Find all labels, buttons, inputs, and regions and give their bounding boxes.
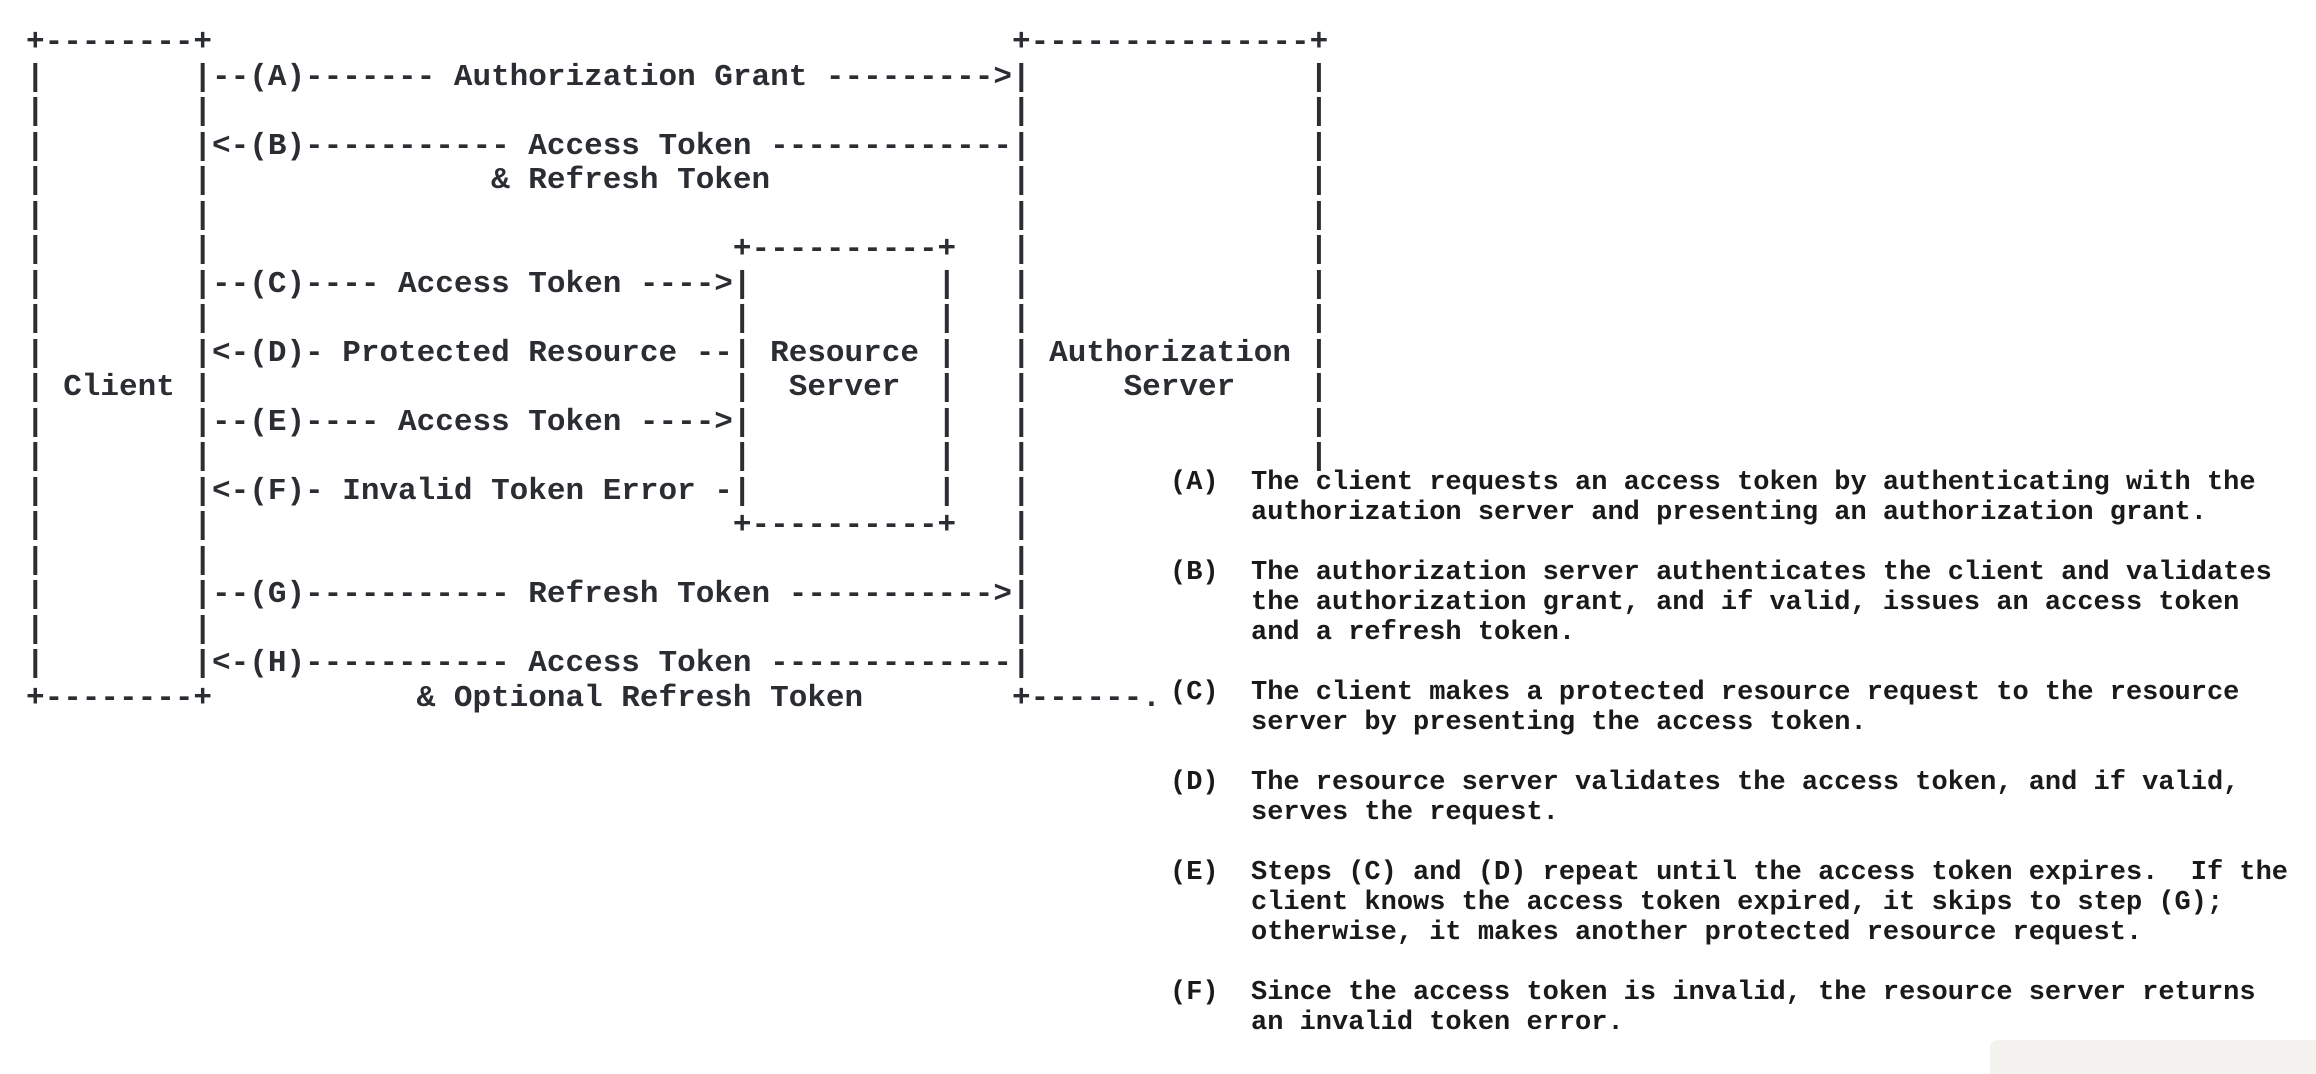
step-row-b: (B) The authorization server authenticat… bbox=[1170, 558, 2288, 648]
step-text: The client makes a protected resource re… bbox=[1251, 678, 2240, 738]
step-text: Steps (C) and (D) repeat until the acces… bbox=[1251, 858, 2288, 948]
step-row-e: (E) Steps (C) and (D) repeat until the a… bbox=[1170, 858, 2288, 948]
step-label: (D) bbox=[1170, 768, 1219, 798]
step-text: The client requests an access token by a… bbox=[1251, 468, 2256, 528]
step-row-f: (F) Since the access token is invalid, t… bbox=[1170, 978, 2288, 1038]
step-row-a: (A) The client requests an access token … bbox=[1170, 468, 2288, 528]
step-text: The resource server validates the access… bbox=[1251, 768, 2240, 828]
step-text: Since the access token is invalid, the r… bbox=[1251, 978, 2256, 1038]
step-text: The authorization server authenticates t… bbox=[1251, 558, 2272, 648]
step-label: (C) bbox=[1170, 678, 1219, 708]
step-label: (E) bbox=[1170, 858, 1219, 888]
step-label: (A) bbox=[1170, 468, 1219, 498]
bottom-right-panel-fragment bbox=[1990, 1040, 2316, 1074]
step-label: (B) bbox=[1170, 558, 1219, 588]
step-descriptions: (A) The client requests an access token … bbox=[1170, 468, 2288, 1038]
step-label: (F) bbox=[1170, 978, 1219, 1008]
oauth-flow-ascii-diagram: +--------+ +---------------+ | |--(A)---… bbox=[26, 25, 1329, 716]
step-row-d: (D) The resource server validates the ac… bbox=[1170, 768, 2288, 828]
step-row-c: (C) The client makes a protected resourc… bbox=[1170, 678, 2288, 738]
